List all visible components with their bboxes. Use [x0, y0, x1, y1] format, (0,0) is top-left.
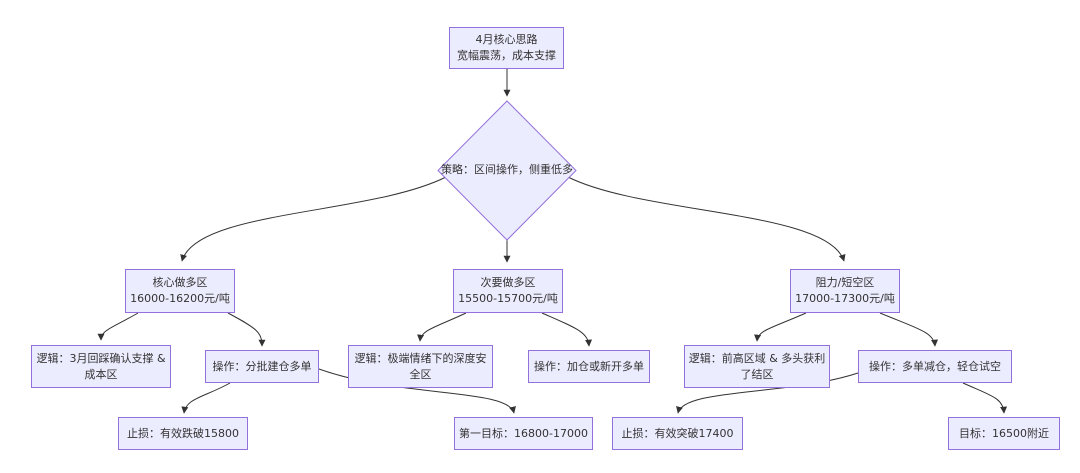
node-secondary-zone-logic: 逻辑：极端情绪下的深度安 全区 — [348, 345, 493, 388]
edge-resistance-zone-to-resistance-logic — [754, 312, 807, 342]
node-strategy-decision-label: 策略：区间操作，侧重低多 — [441, 163, 573, 176]
edge-resistance-zone-to-resistance-action — [879, 312, 939, 347]
node-core-zone-logic: 逻辑：3月回踩确认支撑 & 成本区 — [31, 345, 171, 388]
node-core-zone-action: 操作：分批建仓多单 — [205, 350, 319, 383]
edge-resistance-action-to-short-target — [962, 382, 1008, 414]
edge-strategy-to-core-zone — [180, 176, 447, 262]
node-resistance-short-zone: 阻力/短空区 17000-17300元/吨 — [790, 269, 900, 313]
node-secondary-zone-action: 操作：加仓或新开多单 — [528, 350, 650, 383]
node-core-stop-loss: 止损：有效跌破15800 — [118, 417, 248, 450]
node-resistance-zone-logic: 逻辑：前高区域 & 多头获利 了结区 — [684, 345, 830, 388]
edge-strategy-to-resistance-zone — [567, 176, 846, 262]
node-root-april-core-idea: 4月核心思路 宽幅震荡，成本支撑 — [449, 27, 564, 69]
node-core-long-zone: 核心做多区 16000-16200元/吨 — [125, 269, 235, 313]
edge-secondary-zone-to-secondary-logic — [417, 312, 467, 342]
edge-core-zone-to-core-logic — [97, 312, 139, 341]
edge-resistance-action-to-resistance-stop — [676, 372, 859, 414]
edge-secondary-zone-to-secondary-action — [541, 312, 593, 347]
edge-core-action-to-core-stop — [181, 382, 231, 414]
node-first-target: 第一目标：16800-17000 — [454, 417, 593, 450]
node-resistance-stop-loss: 止损：有效突破17400 — [612, 417, 743, 450]
edge-core-zone-to-core-action — [227, 312, 266, 347]
strategy-decision-diamond — [437, 100, 577, 241]
node-resistance-zone-action: 操作：多单减仓，轻仓试空 — [858, 350, 1012, 383]
node-short-target: 目标：16500附近 — [948, 417, 1060, 450]
node-secondary-long-zone: 次要做多区 15500-15700元/吨 — [453, 269, 563, 313]
